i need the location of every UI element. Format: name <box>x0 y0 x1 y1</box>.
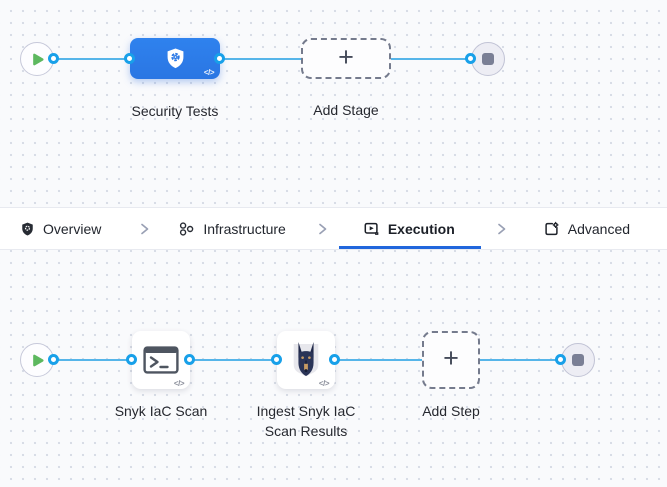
tab-label: Execution <box>387 220 455 237</box>
connector-port[interactable] <box>184 354 195 365</box>
shield-icon <box>20 221 35 237</box>
tab-infrastructure[interactable]: Infrastructure <box>178 208 286 249</box>
step-node-snyk-iac-scan[interactable]: </> <box>132 331 190 389</box>
play-icon <box>31 53 44 66</box>
stage-node-security-tests[interactable]: </> <box>130 38 220 79</box>
edge <box>37 58 132 60</box>
add-stage-label[interactable]: Add Stage <box>313 102 379 118</box>
step-label[interactable]: Ingest Snyk IaC Scan Results <box>256 403 356 439</box>
pipeline-end-node <box>471 42 505 76</box>
add-step-button[interactable]: + <box>422 331 480 389</box>
connector-port[interactable] <box>214 53 225 64</box>
edge <box>333 359 424 361</box>
connector-port[interactable] <box>124 53 135 64</box>
infrastructure-icon <box>178 221 195 237</box>
tab-overview[interactable]: Overview <box>20 208 101 249</box>
add-stage-button[interactable]: + <box>301 38 391 79</box>
advanced-icon <box>543 221 560 237</box>
code-badge: </> <box>203 68 215 77</box>
tab-label: Advanced <box>567 220 631 237</box>
chevron-right-icon <box>317 208 328 249</box>
step-node-ingest-snyk-results[interactable]: </> <box>277 331 335 389</box>
stage-label[interactable]: Security Tests <box>131 103 219 119</box>
execution-icon <box>363 221 380 237</box>
play-icon <box>31 354 44 367</box>
edge <box>478 359 563 361</box>
edge <box>389 58 473 60</box>
terminal-icon <box>143 346 179 374</box>
connector-port[interactable] <box>329 354 340 365</box>
tab-advanced[interactable]: Advanced <box>543 208 630 249</box>
stage-config-tabbar: Overview Infrastructure <box>0 207 667 250</box>
security-shield-icon <box>163 46 188 71</box>
tab-label: Infrastructure <box>203 220 286 237</box>
connector-port[interactable] <box>48 354 59 365</box>
edge <box>188 359 279 361</box>
connector-port[interactable] <box>271 354 282 365</box>
step-label[interactable]: Snyk IaC Scan <box>114 403 208 419</box>
tab-execution[interactable]: Execution <box>338 208 481 249</box>
steps-end-node <box>561 343 595 377</box>
code-badge: </> <box>318 379 330 388</box>
add-step-label[interactable]: Add Step <box>422 403 480 419</box>
chevron-right-icon <box>139 208 150 249</box>
connector-port[interactable] <box>48 53 59 64</box>
stop-icon <box>482 53 494 65</box>
stop-icon <box>572 354 584 366</box>
connector-port[interactable] <box>465 53 476 64</box>
code-badge: </> <box>173 379 185 388</box>
connector-port[interactable] <box>126 354 137 365</box>
plus-icon: + <box>338 41 354 72</box>
connector-port[interactable] <box>555 354 566 365</box>
edge <box>218 58 304 60</box>
chevron-right-icon <box>496 208 507 249</box>
edge <box>37 359 134 361</box>
pipeline-start-node <box>20 42 54 76</box>
snyk-dog-icon <box>289 340 323 380</box>
plus-icon: + <box>443 343 459 373</box>
tab-label: Overview <box>43 220 102 237</box>
